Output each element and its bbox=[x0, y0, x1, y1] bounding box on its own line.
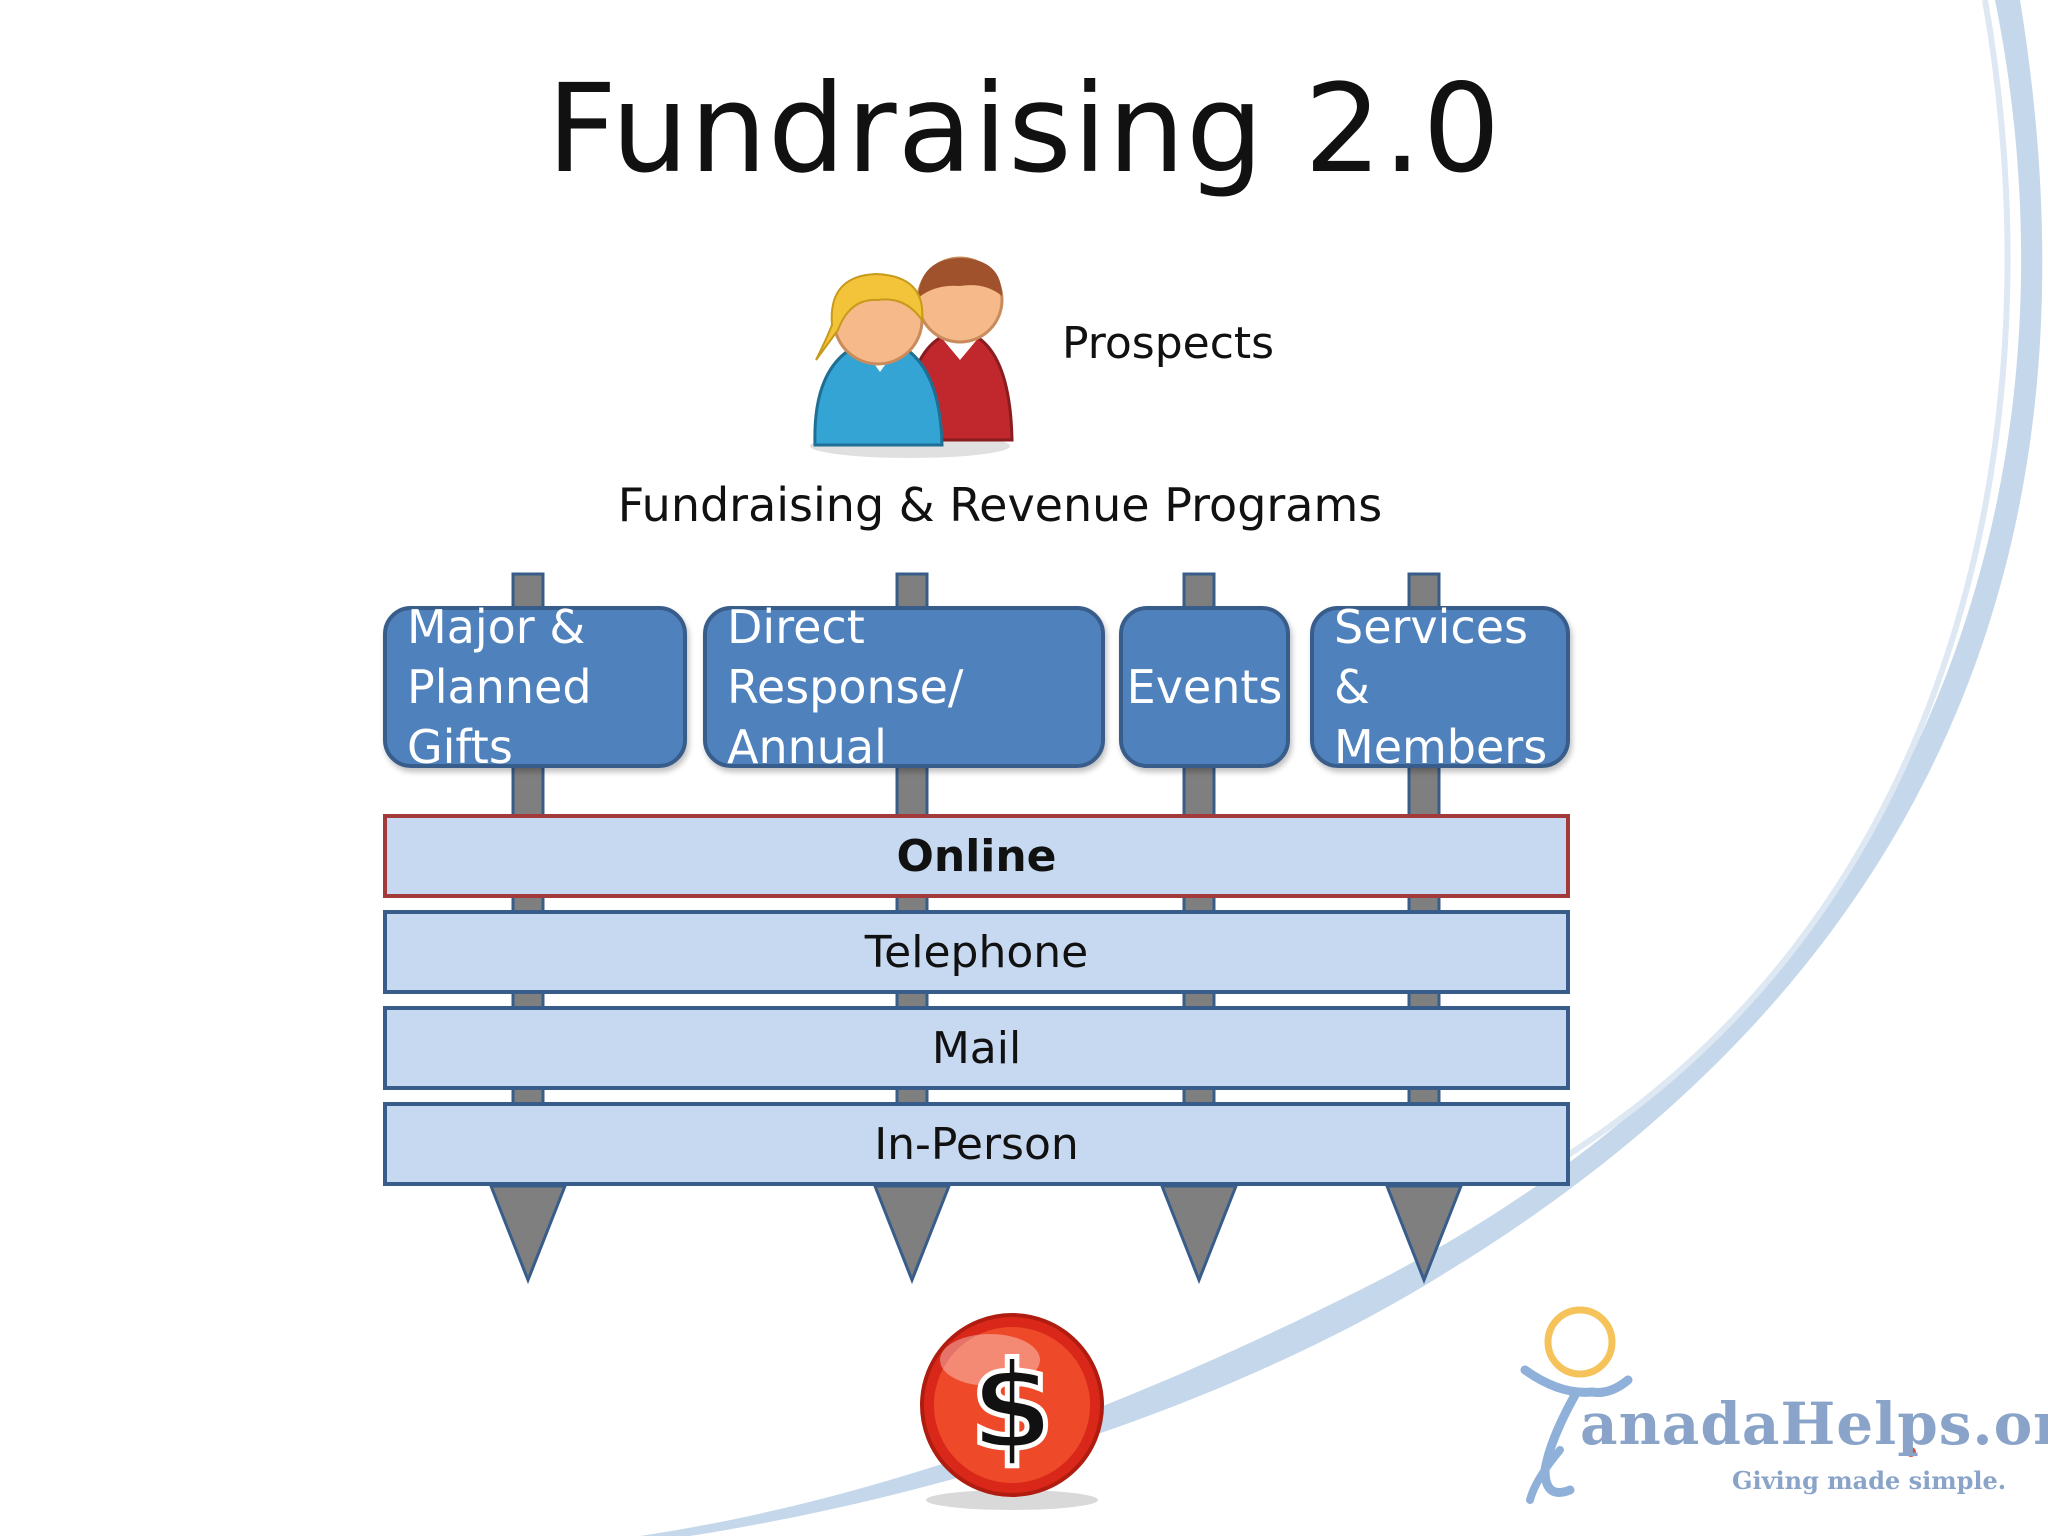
slide-title: Fundraising 2.0 bbox=[546, 58, 1502, 200]
program-line: Members bbox=[1334, 720, 1548, 774]
prospects-label: Prospects bbox=[1062, 318, 1275, 369]
logo-tagline: Giving made simple. bbox=[1732, 1466, 2007, 1495]
program-line: Events bbox=[1126, 660, 1283, 714]
dollar-coin-icon: $ bbox=[920, 1313, 1104, 1510]
program-services-members: Services & Members bbox=[1310, 600, 1570, 774]
channel-in-person: In-Person bbox=[383, 1102, 1570, 1186]
logo-name: anadaHelps.org bbox=[1580, 1390, 2048, 1458]
program-line: Direct Response/ bbox=[727, 600, 964, 714]
program-line: Services & bbox=[1334, 600, 1528, 714]
decorative-swoosh-thin bbox=[1558, 0, 2011, 1163]
people-icon bbox=[810, 256, 1014, 458]
canadahelps-logo bbox=[1520, 1306, 1916, 1504]
program-events: Events bbox=[1119, 606, 1290, 768]
program-line: Major & bbox=[407, 600, 586, 654]
programs-label: Fundraising & Revenue Programs bbox=[617, 478, 1383, 532]
svg-text:$: $ bbox=[970, 1338, 1054, 1477]
channel-telephone: Telephone bbox=[383, 910, 1570, 994]
program-line: Annual bbox=[727, 720, 887, 774]
channel-mail: Mail bbox=[383, 1006, 1570, 1090]
channel-online: Online bbox=[383, 814, 1570, 898]
program-direct-response: Direct Response/ Annual bbox=[703, 600, 1105, 774]
program-line: Planned Gifts bbox=[407, 660, 592, 774]
program-major-planned-gifts: Major & Planned Gifts bbox=[383, 600, 687, 774]
